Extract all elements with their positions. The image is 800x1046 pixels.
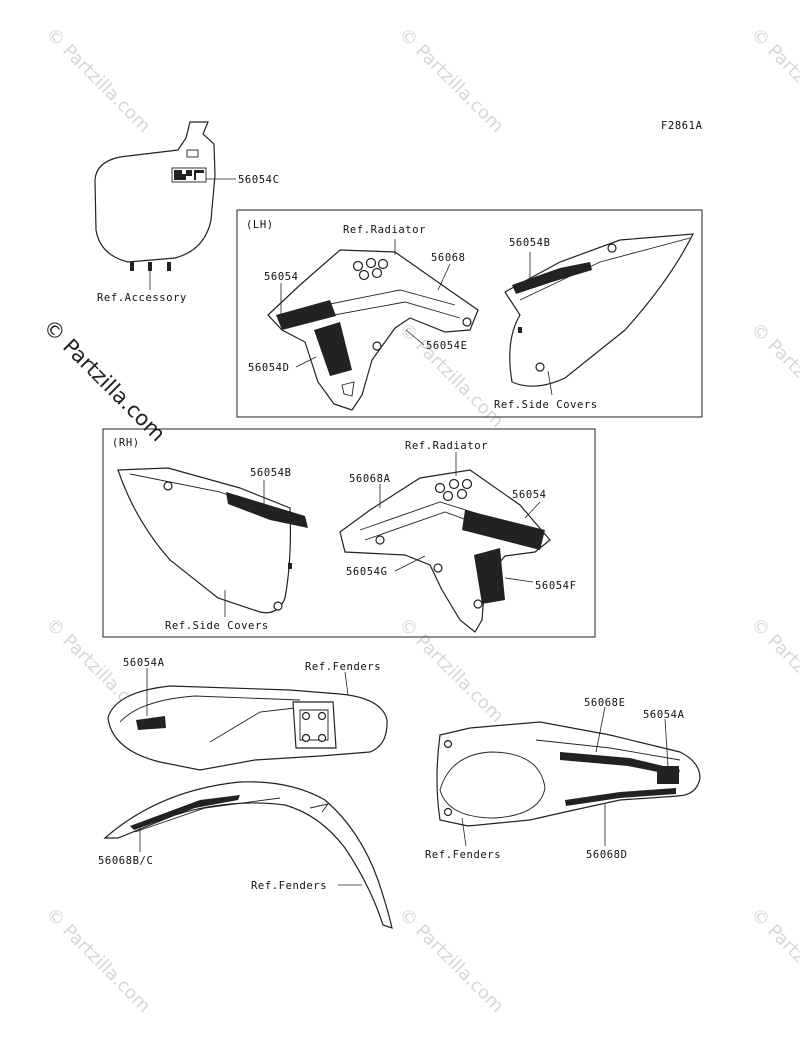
- label-front-56068BC: 56068B/C: [98, 855, 153, 867]
- label-rear-56068D: 56068D: [586, 849, 628, 861]
- watermark: © Partzilla.com: [746, 904, 800, 1017]
- lh-radiator-shroud-drawing: [267, 239, 479, 411]
- watermark: © Partzilla.com: [746, 24, 800, 137]
- label-lh-56054B: 56054B: [509, 237, 551, 249]
- front-fender-side-drawing: [103, 781, 393, 929]
- label-56054C: 56054C: [238, 174, 280, 186]
- lh-side-cover-drawing: [504, 233, 695, 396]
- watermark: © Partzilla.com: [746, 614, 800, 727]
- lh-group-tag: (LH): [246, 219, 274, 231]
- front-fender-top-drawing: [107, 668, 388, 771]
- label-rh-56054B: 56054B: [250, 467, 292, 479]
- watermark: © Partzilla.com: [746, 319, 800, 432]
- label-rear-56054A: 56054A: [643, 709, 685, 721]
- number-plate-drawing: [94, 121, 236, 290]
- rh-group-tag: (RH): [112, 437, 140, 449]
- label-lh-56054D: 56054D: [248, 362, 290, 374]
- watermark: © Partzilla.com: [41, 904, 154, 1017]
- figure-code: F2861A: [661, 120, 703, 132]
- label-rh-56054: 56054: [512, 489, 547, 501]
- watermark: © Partzilla.com: [394, 614, 507, 727]
- label-rh-56054G: 56054G: [346, 566, 388, 578]
- label-lh-56054E: 56054E: [426, 340, 468, 352]
- watermark: © Partzilla.com: [41, 24, 154, 137]
- label-rear-ref-fenders: Ref.Fenders: [425, 849, 501, 861]
- label-ref-accessory: Ref.Accessory: [97, 292, 187, 304]
- rh-group-box: [102, 428, 596, 638]
- watermark: © Partzilla.com: [394, 904, 507, 1017]
- label-rh-ref-side-covers: Ref.Side Covers: [165, 620, 269, 632]
- label-rear-56068E: 56068E: [584, 697, 626, 709]
- rh-radiator-shroud-drawing: [339, 452, 551, 633]
- rear-fender-drawing: [436, 706, 701, 847]
- label-lh-ref-side-covers: Ref.Side Covers: [494, 399, 598, 411]
- label-rh-56054F: 56054F: [535, 580, 577, 592]
- label-rh-ref-radiator: Ref.Radiator: [405, 440, 488, 452]
- label-lh-56068: 56068: [431, 252, 466, 264]
- watermark-prominent: © Partzilla.com: [38, 315, 170, 447]
- rh-side-cover-drawing: [117, 467, 308, 617]
- label-lh-ref-radiator: Ref.Radiator: [343, 224, 426, 236]
- label-lh-56054: 56054: [264, 271, 299, 283]
- label-front-ref-fenders: Ref.Fenders: [305, 661, 381, 673]
- label-front-56054A: 56054A: [123, 657, 165, 669]
- watermark: © Partzilla.com: [394, 24, 507, 137]
- label-rh-56068A: 56068A: [349, 473, 391, 485]
- watermark: © Partzilla.com: [394, 319, 507, 432]
- lh-group-box: [236, 209, 703, 418]
- label-front-ref-fenders-2: Ref.Fenders: [251, 880, 327, 892]
